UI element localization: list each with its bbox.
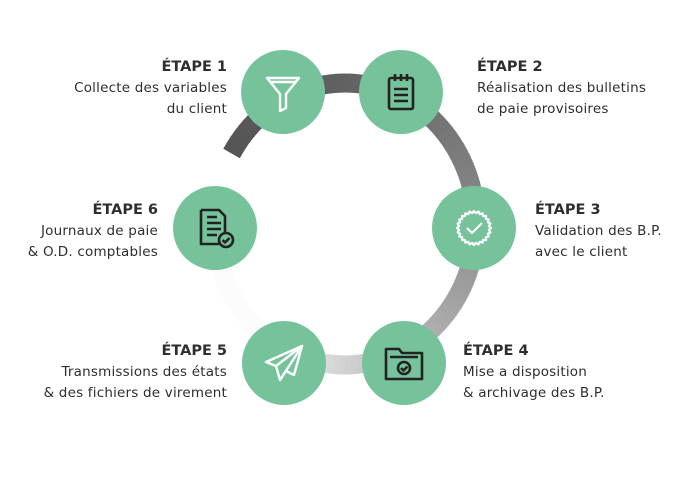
badge-check-icon [455,209,493,247]
step-title: ÉTAPE 1 [161,59,227,75]
step-6-node [173,186,257,270]
step-1-label: ÉTAPE 1 Collecte des variables du client [74,57,227,120]
step-3-label: ÉTAPE 3 Validation des B.P. avec le clie… [535,200,662,263]
step-description: & O.D. comptables [27,244,158,260]
step-description: & archivage des B.P. [463,385,605,401]
step-description: Validation des B.P. [535,223,662,239]
document-check-icon [199,208,235,249]
step-description: Mise a disposition [463,364,588,380]
step-4-node [362,321,446,405]
step-2-node [359,50,443,134]
step-2-label: ÉTAPE 2 Réalisation des bulletins de pai… [477,57,646,120]
step-description: Journaux de paie [40,223,158,239]
step-description: Transmissions des états [61,364,227,380]
step-3-node [432,186,516,270]
paper-plane-icon [264,344,304,382]
step-description: de paie provisoires [477,101,609,117]
step-description: avec le client [535,244,628,260]
step-title: ÉTAPE 4 [463,343,529,359]
funnel-icon [265,76,301,113]
step-5-node [242,321,326,405]
step-description: & des fichiers de virement [43,385,227,401]
notepad-icon [387,74,415,111]
step-description: du client [166,101,227,117]
step-description: Réalisation des bulletins [477,80,647,96]
step-1-node [241,50,325,134]
step-4-label: ÉTAPE 4 Mise a disposition & archivage d… [463,341,605,404]
step-6-label: ÉTAPE 6 Journaux de paie & O.D. comptabl… [28,200,158,263]
folder-check-icon [384,347,424,381]
step-title: ÉTAPE 3 [535,202,601,218]
step-title: ÉTAPE 2 [477,59,543,75]
step-description: Collecte des variables [74,80,227,96]
step-5-label: ÉTAPE 5 Transmissions des états & des fi… [44,341,227,404]
step-title: ÉTAPE 6 [92,202,158,218]
step-title: ÉTAPE 5 [161,343,227,359]
